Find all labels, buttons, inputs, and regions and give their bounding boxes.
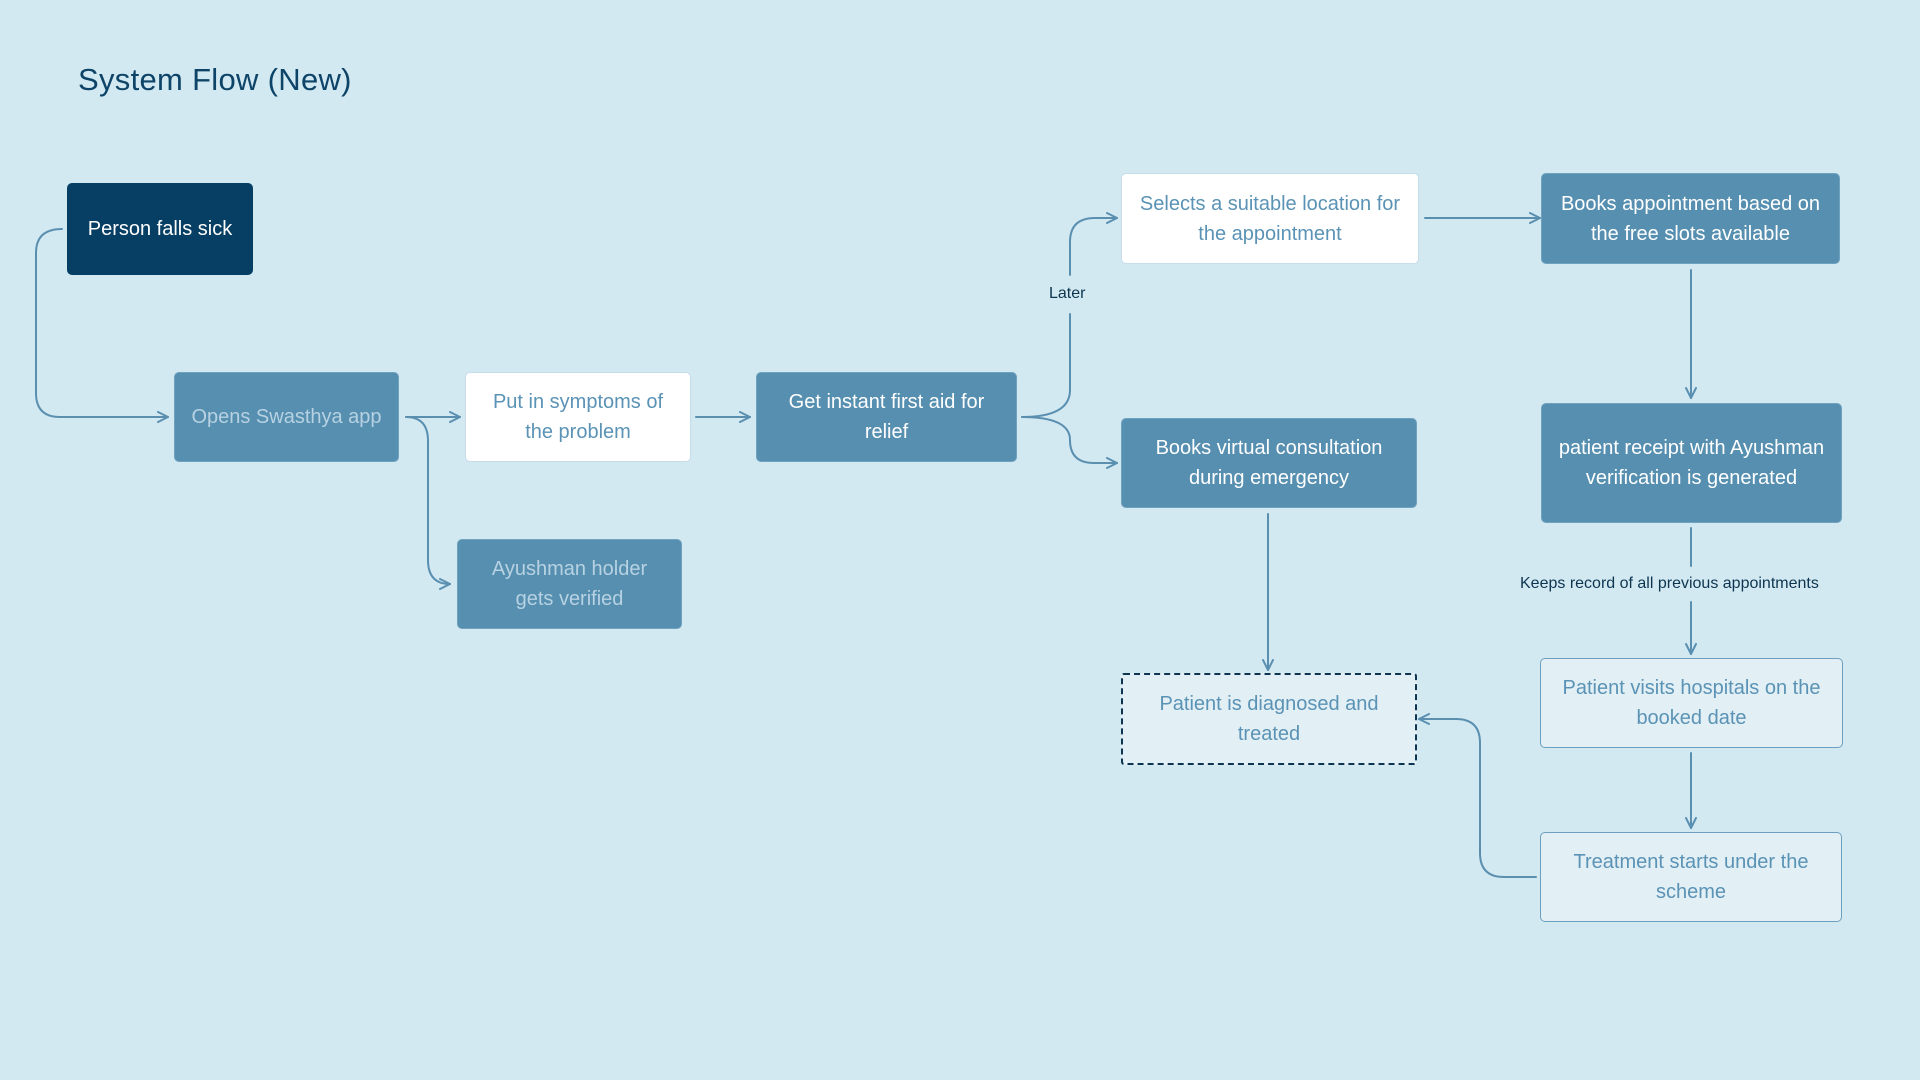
node-visits-hospital: Patient visits hospitals on the booked d…: [1540, 658, 1843, 748]
node-diagnosed-treated: Patient is diagnosed and treated: [1121, 673, 1417, 765]
edge-firstaid-to-location: [1021, 218, 1117, 418]
edge-app-to-ayushman: [405, 416, 451, 590]
node-person-falls-sick: Person falls sick: [67, 183, 253, 275]
node-ayushman-verified: Ayushman holder gets verified: [457, 539, 682, 629]
edge-sick-to-app: [35, 228, 169, 423]
edge-firstaid-to-virtual: [1021, 416, 1118, 469]
node-receipt-generated: patient receipt with Ayushman verificati…: [1541, 403, 1842, 523]
page-title: System Flow (New): [78, 62, 352, 97]
node-books-appointment: Books appointment based on the free slot…: [1541, 173, 1840, 264]
node-selects-location: Selects a suitable location for the appo…: [1121, 173, 1419, 264]
edge-treatment-to-diagnosed: [1418, 713, 1537, 878]
node-first-aid: Get instant first aid for relief: [756, 372, 1017, 462]
edge-label-later: Later: [1045, 285, 1090, 303]
node-virtual-consultation: Books virtual consultation during emerge…: [1121, 418, 1417, 508]
node-put-symptoms: Put in symptoms of the problem: [465, 372, 691, 462]
edge-label-keeps-record: Keeps record of all previous appointment…: [1516, 575, 1823, 593]
node-treatment-starts: Treatment starts under the scheme: [1540, 832, 1842, 922]
node-opens-app: Opens Swasthya app: [174, 372, 399, 462]
